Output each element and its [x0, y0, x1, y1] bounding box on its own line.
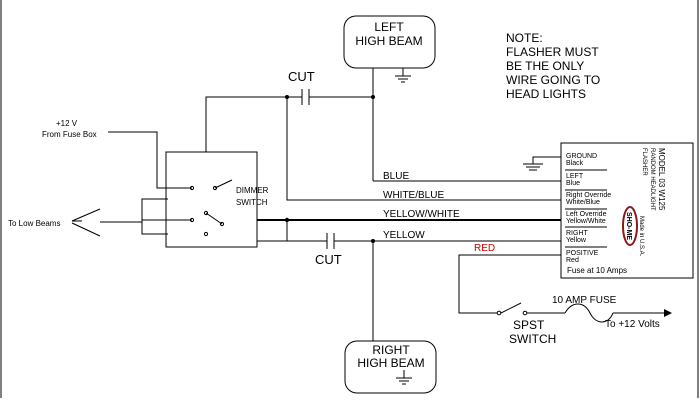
- terminal-ground-name: GROUND: [566, 153, 597, 160]
- right-high-beam-lamp: RIGHT HIGH BEAM: [344, 340, 437, 394]
- left-high-beam-lamp: LEFT HIGH BEAM: [343, 15, 436, 69]
- terminal-right-override-name: Right Override: [566, 192, 611, 199]
- note-line-1: NOTE:: [506, 31, 543, 45]
- yellow-white-label: YELLOW/WHITE: [383, 209, 460, 220]
- flasher-module: GROUND Black LEFT Blue Right Override Wh…: [560, 142, 694, 279]
- left-high-beam-ground-icon: [395, 68, 411, 83]
- left-high-beam-label-1: LEFT: [374, 20, 404, 34]
- output-arrow-icon: [664, 309, 672, 317]
- low-beams-wire-mid: [141, 219, 192, 222]
- output-label: To +12 Volts: [605, 319, 660, 330]
- terminal-positive-color: Red: [566, 257, 579, 264]
- cut-top-label: CUT: [288, 69, 315, 84]
- terminal-left-override-color: Yellow/White: [566, 218, 606, 225]
- cut-bottom-label: CUT: [315, 252, 342, 267]
- flasher-desc-1: RANDOM HEADLIGHT: [649, 148, 655, 211]
- low-beams-label: To Low Beams: [8, 219, 60, 228]
- fuse-icon: [564, 303, 614, 323]
- terminal-left-name: LEFT: [566, 173, 584, 180]
- spst-label-1: SPST: [513, 318, 545, 332]
- right-high-beam-ground-icon: [396, 370, 412, 385]
- terminal-left-override-name: Left Override: [566, 211, 607, 218]
- yellow-wire-left: [286, 220, 327, 242]
- dimmer-label-1: DIMMER: [236, 186, 269, 195]
- blue-label: BLUE: [383, 171, 409, 182]
- dimmer-label-2: SWITCH: [236, 198, 268, 207]
- terminal-right-name: RIGHT: [566, 230, 589, 237]
- right-high-beam-label-1: RIGHT: [372, 343, 410, 357]
- red-label: RED: [474, 243, 495, 254]
- low-beams-arrow-icon: [71, 208, 101, 237]
- terminal-right-override-color: White/Blue: [566, 199, 600, 206]
- right-high-beam-label-2: HIGH BEAM: [357, 356, 424, 370]
- power-source-label-1: +12 V: [56, 119, 78, 128]
- terminal-ground-color: Black: [566, 160, 584, 167]
- note-line-3: BE THE ONLY: [506, 59, 584, 73]
- note-text: NOTE: FLASHER MUST BE THE ONLY WIRE GOIN…: [506, 31, 600, 101]
- power-source-label-2: From Fuse Box: [42, 130, 97, 139]
- terminal-right-color: Yellow: [566, 237, 587, 244]
- white-blue-label: WHITE/BLUE: [383, 190, 444, 201]
- terminal-positive-name: POSITIVE: [566, 250, 599, 257]
- spst-label-2: SWITCH: [509, 332, 556, 346]
- yellow-label: YELLOW: [383, 230, 425, 241]
- low-beams-wire-top: [100, 198, 168, 223]
- note-line-2: FLASHER MUST: [506, 45, 599, 59]
- flasher-ground-icon: [523, 156, 561, 171]
- spst-switch-icon: [496, 302, 528, 316]
- left-high-beam-label-2: HIGH BEAM: [355, 34, 422, 48]
- flasher-desc-2: FLASHER: [641, 148, 647, 176]
- dimmer-switch: DIMMER SWITCH: [165, 151, 269, 248]
- terminal-left-color: Blue: [566, 180, 580, 187]
- flasher-made-in: Made in U.S.A.: [638, 216, 644, 257]
- note-line-4: WIRE GOING TO: [506, 73, 600, 87]
- flasher-model: MODEL 03 W125: [657, 148, 666, 211]
- brand-logo: [622, 206, 638, 246]
- note-line-5: HEAD LIGHTS: [506, 87, 586, 101]
- white-blue-wire: [286, 97, 561, 201]
- positive-red-wire: [458, 254, 561, 314]
- flasher-fuse-rating: Fuse at 10 Amps: [567, 266, 627, 275]
- low-beams-wire-bottom: [141, 222, 168, 235]
- brand-logo-text: SHO-ME: [625, 212, 632, 240]
- fuse-box-feed-wire: [108, 131, 192, 189]
- fuse-label: 10 AMP FUSE: [552, 295, 617, 306]
